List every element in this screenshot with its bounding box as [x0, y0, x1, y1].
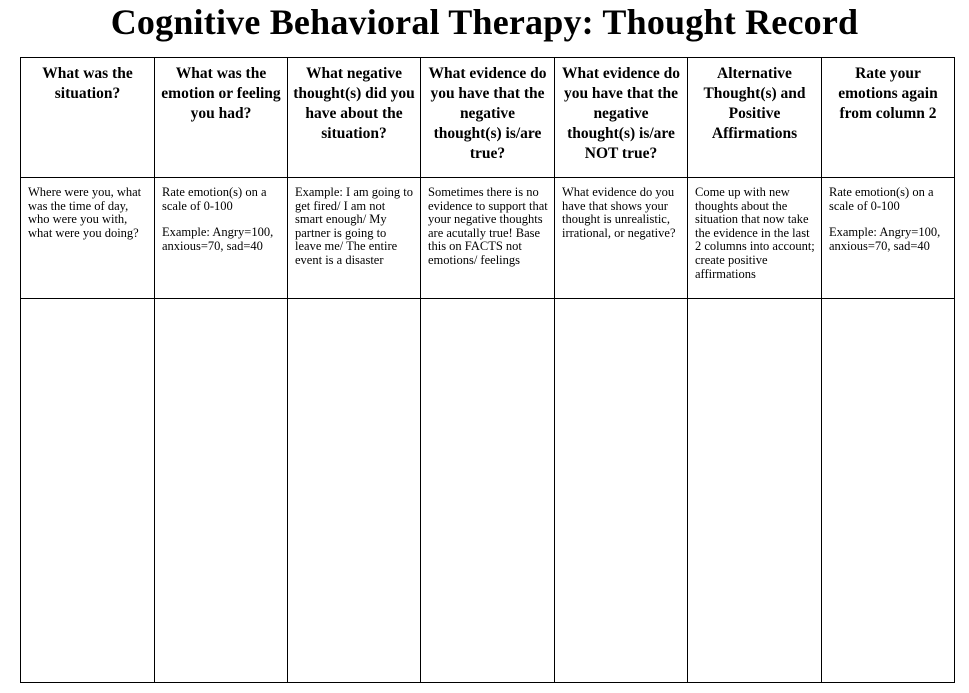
example-emotion: Rate emotion(s) on a scale of 0-100 Exam…: [154, 177, 288, 299]
entry-cell-alternative-thoughts[interactable]: [687, 298, 822, 683]
example-rerate-emotions-sample: Example: Angry=100, anxious=70, sad=40: [829, 225, 941, 253]
example-emotion-sample: Example: Angry=100, anxious=70, sad=40: [162, 225, 274, 253]
example-negative-thought: Example: I am going to get fired/ I am n…: [287, 177, 421, 299]
example-negative-thought-text: Example: I am going to get fired/ I am n…: [295, 185, 414, 267]
example-evidence-not-true: What evidence do you have that shows you…: [554, 177, 688, 299]
example-situation-text: Where were you, what was the time of day…: [28, 185, 142, 240]
entry-cell-emotion[interactable]: [154, 298, 288, 683]
example-situation: Where were you, what was the time of day…: [20, 177, 155, 299]
example-rerate-emotions-text: Rate emotion(s) on a scale of 0-100: [829, 185, 934, 213]
example-evidence-not-true-text: What evidence do you have that shows you…: [562, 185, 676, 240]
example-evidence-true-text: Sometimes there is no evidence to suppor…: [428, 185, 548, 267]
entry-cell-rerate-emotions[interactable]: [821, 298, 955, 683]
example-row: Where were you, what was the time of day…: [20, 177, 955, 299]
entry-cell-situation[interactable]: [20, 298, 155, 683]
entry-cell-evidence-true[interactable]: [420, 298, 555, 683]
header-row: What was the situation? What was the emo…: [20, 57, 955, 178]
header-evidence-true: What evidence do you have that the negat…: [420, 57, 555, 178]
header-rerate-emotions: Rate your emotions again from column 2: [821, 57, 955, 178]
thought-record-table: What was the situation? What was the emo…: [20, 57, 955, 683]
header-alternative-thoughts: Alternative Thought(s) and Positive Affi…: [687, 57, 822, 178]
example-alternative-thoughts: Come up with new thoughts about the situ…: [687, 177, 822, 299]
header-evidence-not-true: What evidence do you have that the negat…: [554, 57, 688, 178]
header-situation: What was the situation?: [20, 57, 155, 178]
page-title: Cognitive Behavioral Therapy: Thought Re…: [110, 2, 859, 42]
header-emotion: What was the emotion or feeling you had?: [154, 57, 288, 178]
header-negative-thought: What negative thought(s) did you have ab…: [287, 57, 421, 178]
example-rerate-emotions: Rate emotion(s) on a scale of 0-100 Exam…: [821, 177, 955, 299]
entry-cell-negative-thought[interactable]: [287, 298, 421, 683]
example-alternative-thoughts-text: Come up with new thoughts about the situ…: [695, 185, 815, 281]
entry-cell-evidence-not-true[interactable]: [554, 298, 688, 683]
example-emotion-text: Rate emotion(s) on a scale of 0-100: [162, 185, 267, 213]
example-evidence-true: Sometimes there is no evidence to suppor…: [420, 177, 555, 299]
entry-row: [20, 298, 955, 683]
